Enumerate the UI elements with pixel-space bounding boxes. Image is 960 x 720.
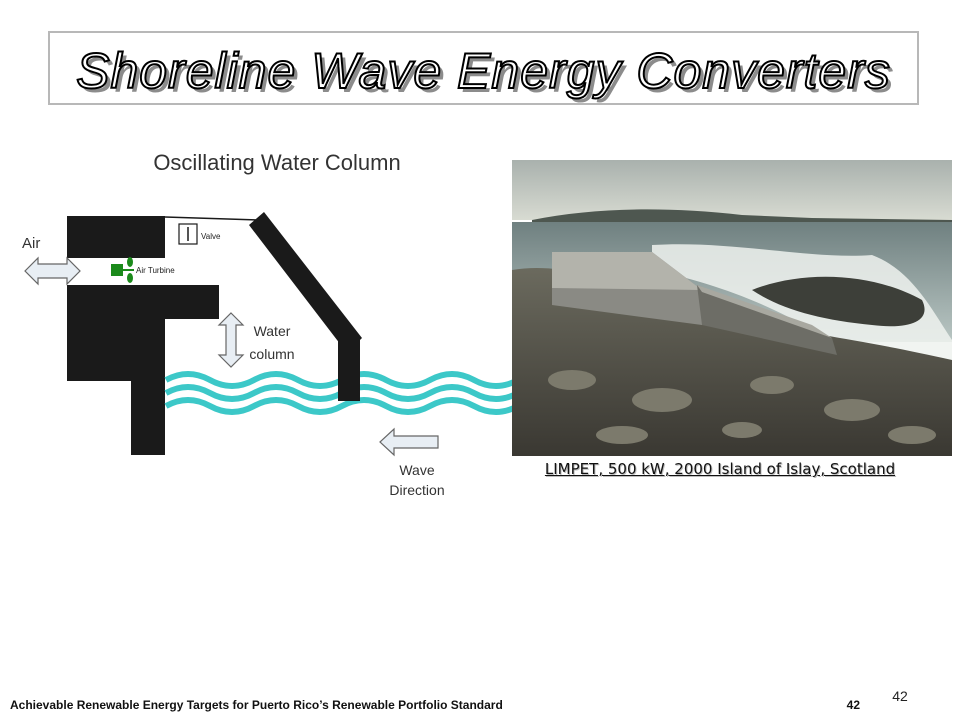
photo-boulders: [548, 370, 936, 444]
photo-limpet-roof: [552, 252, 702, 290]
middle-block: [67, 285, 219, 319]
valve-label: Valve: [201, 232, 221, 241]
limpet-photo: [512, 160, 952, 456]
water-label-2: column: [249, 346, 294, 362]
footer: Achievable Renewable Energy Targets for …: [10, 698, 860, 712]
wall-column: [131, 319, 165, 455]
page-number: 42: [892, 688, 908, 704]
air-label: Air: [22, 235, 40, 252]
water-column-arrow-icon: [217, 312, 245, 368]
wave-label-1: Wave: [399, 462, 434, 478]
water-label-1: Water: [254, 323, 291, 339]
front-lip-overlay: [338, 338, 360, 401]
slide-title: Shoreline Wave Energy Converters: [75, 42, 891, 100]
wave-direction-arrow-icon: [379, 427, 439, 457]
photo-sky: [512, 160, 952, 220]
footer-page-number: 42: [846, 698, 860, 712]
owc-diagram: Oscillating Water Column Valve Air Turbi…: [22, 150, 520, 498]
air-double-arrow-icon: [24, 256, 81, 286]
air-turbine-label: Air Turbine: [136, 266, 175, 275]
front-wall: [249, 212, 362, 353]
title-box: Shoreline Wave Energy Converters: [48, 31, 919, 105]
wave-label-2: Direction: [389, 482, 444, 498]
photo-limpet-wall-top: [697, 285, 832, 338]
chamber-roof-line: [164, 216, 259, 221]
photo-caption: LIMPET, 500 kW, 2000 Island of Islay, Sc…: [544, 460, 896, 478]
diagram-heading: Oscillating Water Column: [153, 150, 400, 175]
footer-text: Achievable Renewable Energy Targets for …: [10, 698, 503, 712]
air-turbine-icon: [111, 257, 134, 283]
photo-island: [532, 209, 952, 224]
photo-far-rocks: [752, 276, 925, 327]
upper-block: [67, 216, 165, 258]
